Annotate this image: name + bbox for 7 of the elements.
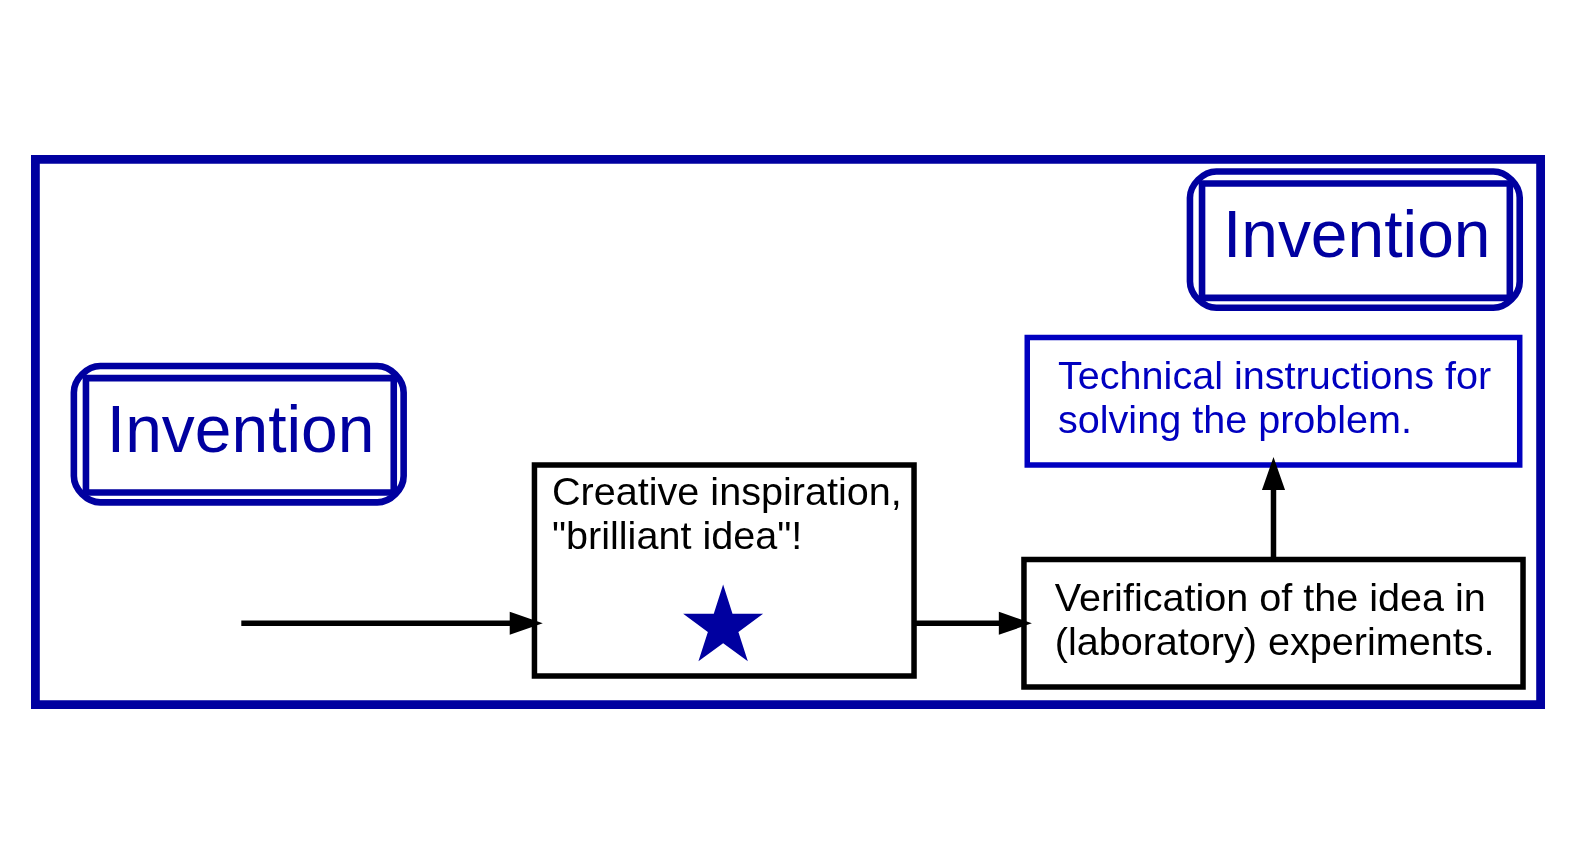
arrow bbox=[1261, 457, 1286, 560]
arrow bbox=[241, 611, 543, 635]
cluster: Creative inspiration, "brilliant idea"! bbox=[531, 462, 917, 679]
node-star bbox=[683, 584, 764, 662]
node-box: Verification of the idea in (laboratory) experiments. bbox=[1021, 556, 1526, 690]
arrow bbox=[914, 611, 1032, 635]
node-box: Technical instructions for solving the problem. bbox=[1024, 334, 1523, 468]
